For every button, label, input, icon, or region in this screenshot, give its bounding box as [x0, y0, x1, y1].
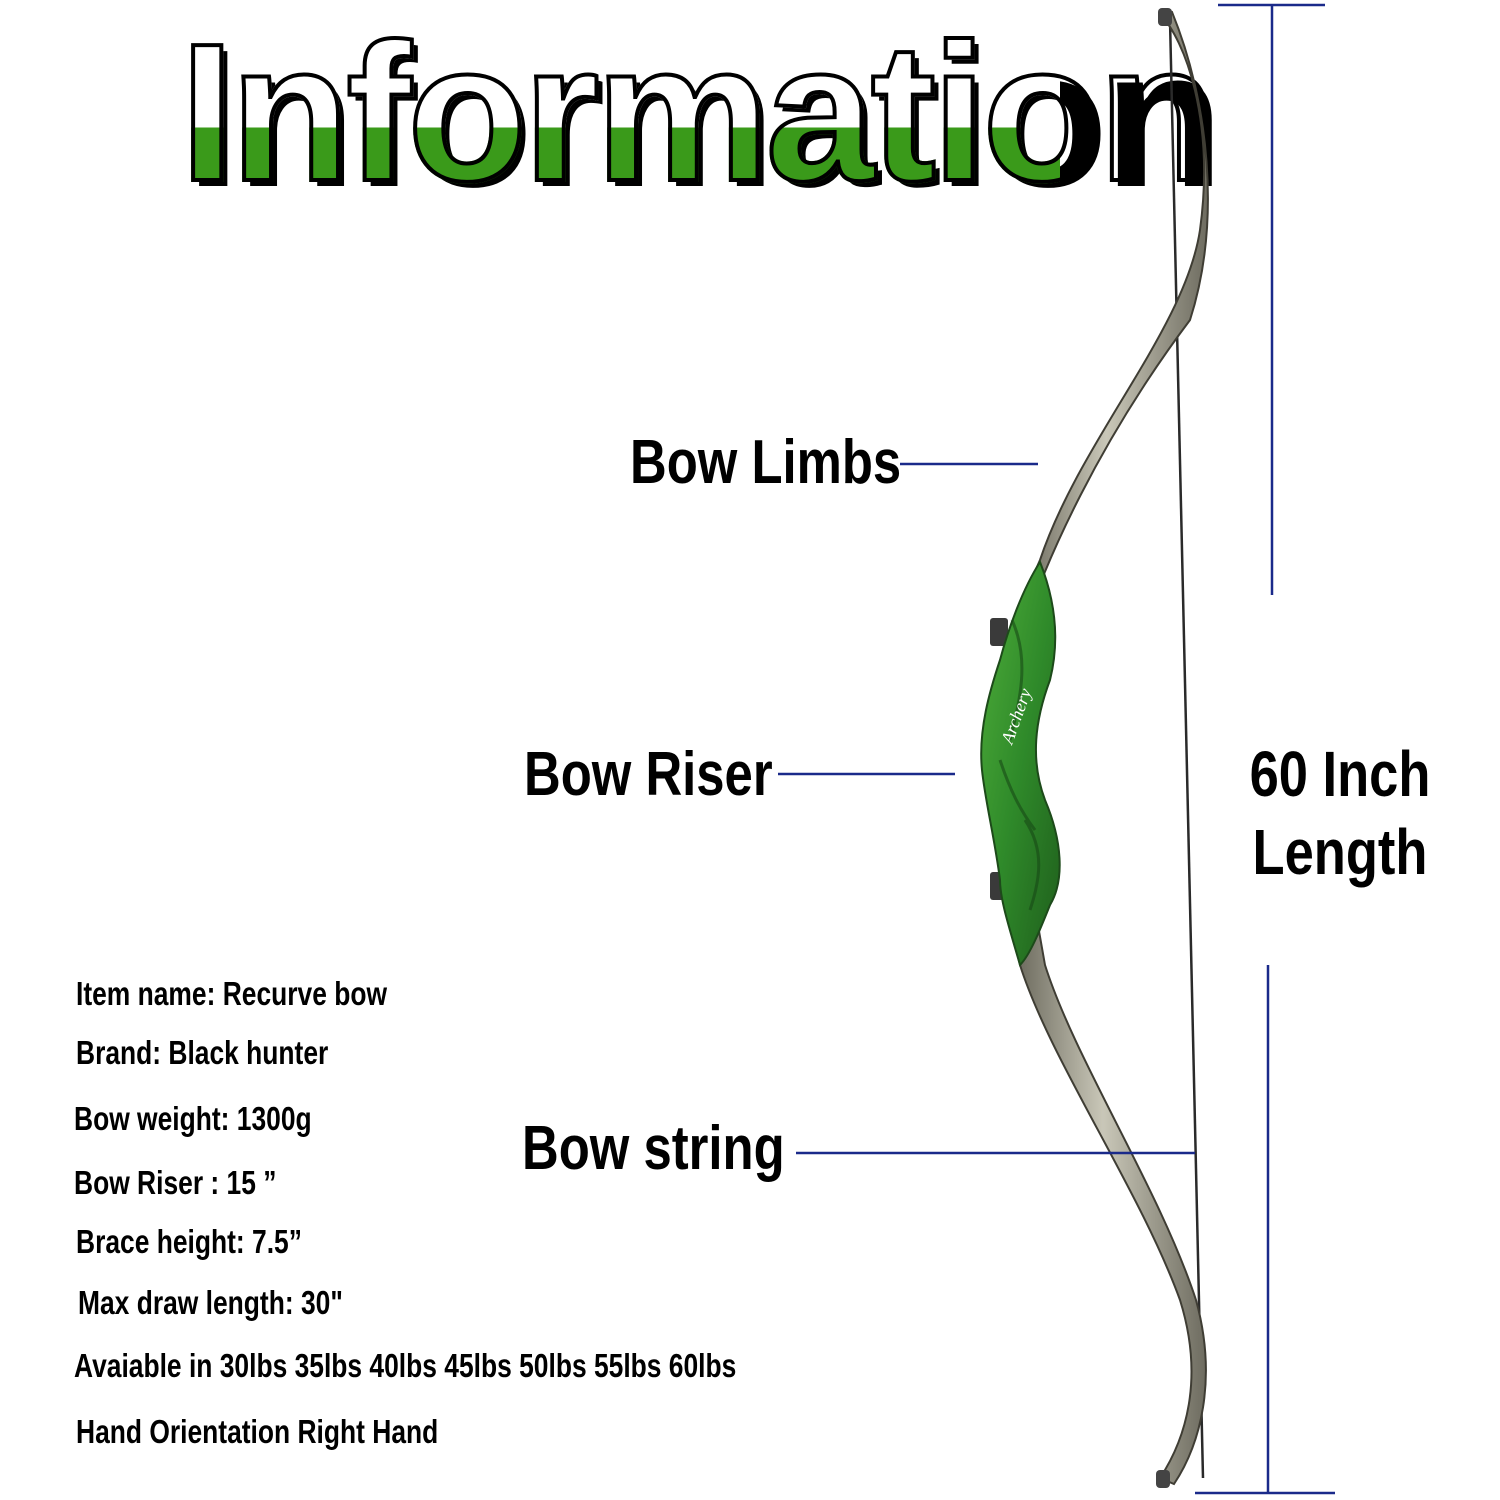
- riser-wood-grain: [998, 619, 1041, 911]
- length-label-line2: Length: [1252, 816, 1428, 888]
- upper-limb: [1003, 10, 1209, 641]
- bow-riser-label: Bow Riser: [524, 740, 773, 809]
- spec-bow-weight: Bow weight: 1300g: [74, 1100, 312, 1137]
- page-title-shadow: Information: [186, 21, 1224, 217]
- bow-string-label: Bow string: [522, 1114, 785, 1183]
- page-title: Information: [178, 3, 1220, 222]
- bow-limbs-label: Bow Limbs: [630, 428, 902, 497]
- spec-item-name: Item name: Recurve bow: [76, 975, 388, 1012]
- lower-limb-tip: [1156, 1470, 1170, 1488]
- spec-bow-riser: Bow Riser : 15 ”: [74, 1164, 277, 1201]
- spec-brace-height: Brace height: 7.5”: [76, 1223, 302, 1260]
- spec-max-draw-length: Max draw length: 30": [78, 1284, 343, 1321]
- length-label-line1: 60 Inch: [1249, 738, 1431, 810]
- spec-brand: Brand: Black hunter: [76, 1034, 329, 1071]
- limb-bolt-upper: [990, 618, 1008, 646]
- lower-limb: [998, 879, 1207, 1486]
- spec-available-weights: Avaiable in 30lbs 35lbs 40lbs 45lbs 50lb…: [74, 1347, 737, 1384]
- upper-limb-tip: [1158, 8, 1172, 26]
- spec-hand-orientation: Hand Orientation Right Hand: [76, 1413, 439, 1450]
- bow-string: [1168, 19, 1205, 1479]
